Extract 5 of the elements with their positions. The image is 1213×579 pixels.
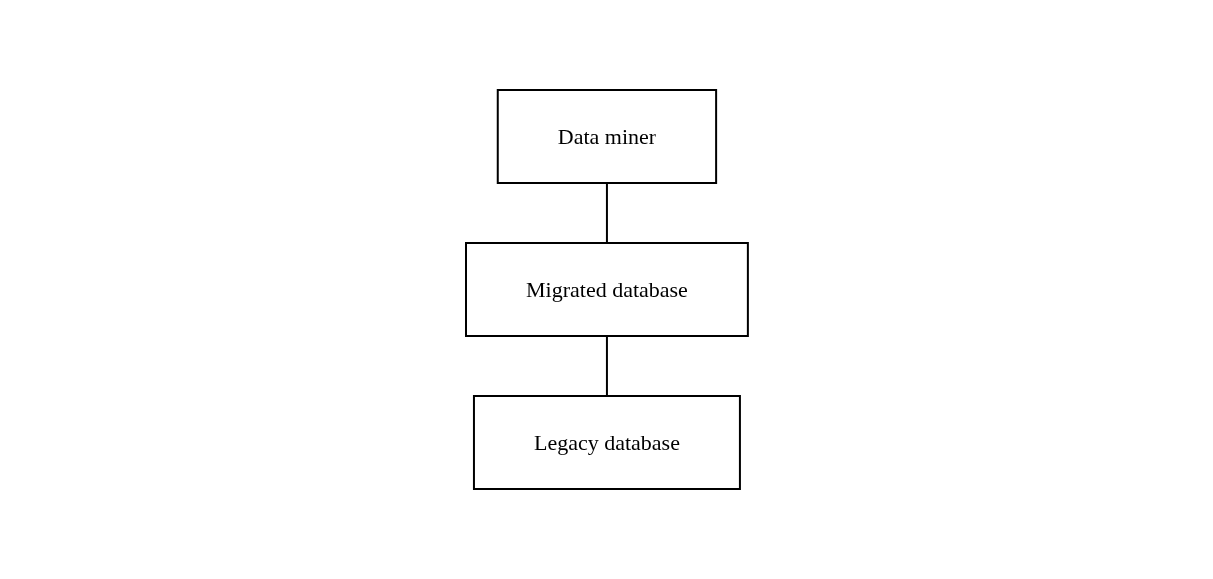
connector [605, 335, 608, 397]
node-box: Data miner [496, 89, 717, 184]
connector [605, 182, 608, 244]
node-box: Migrated database [464, 242, 749, 337]
node-box: Legacy database [472, 395, 741, 490]
